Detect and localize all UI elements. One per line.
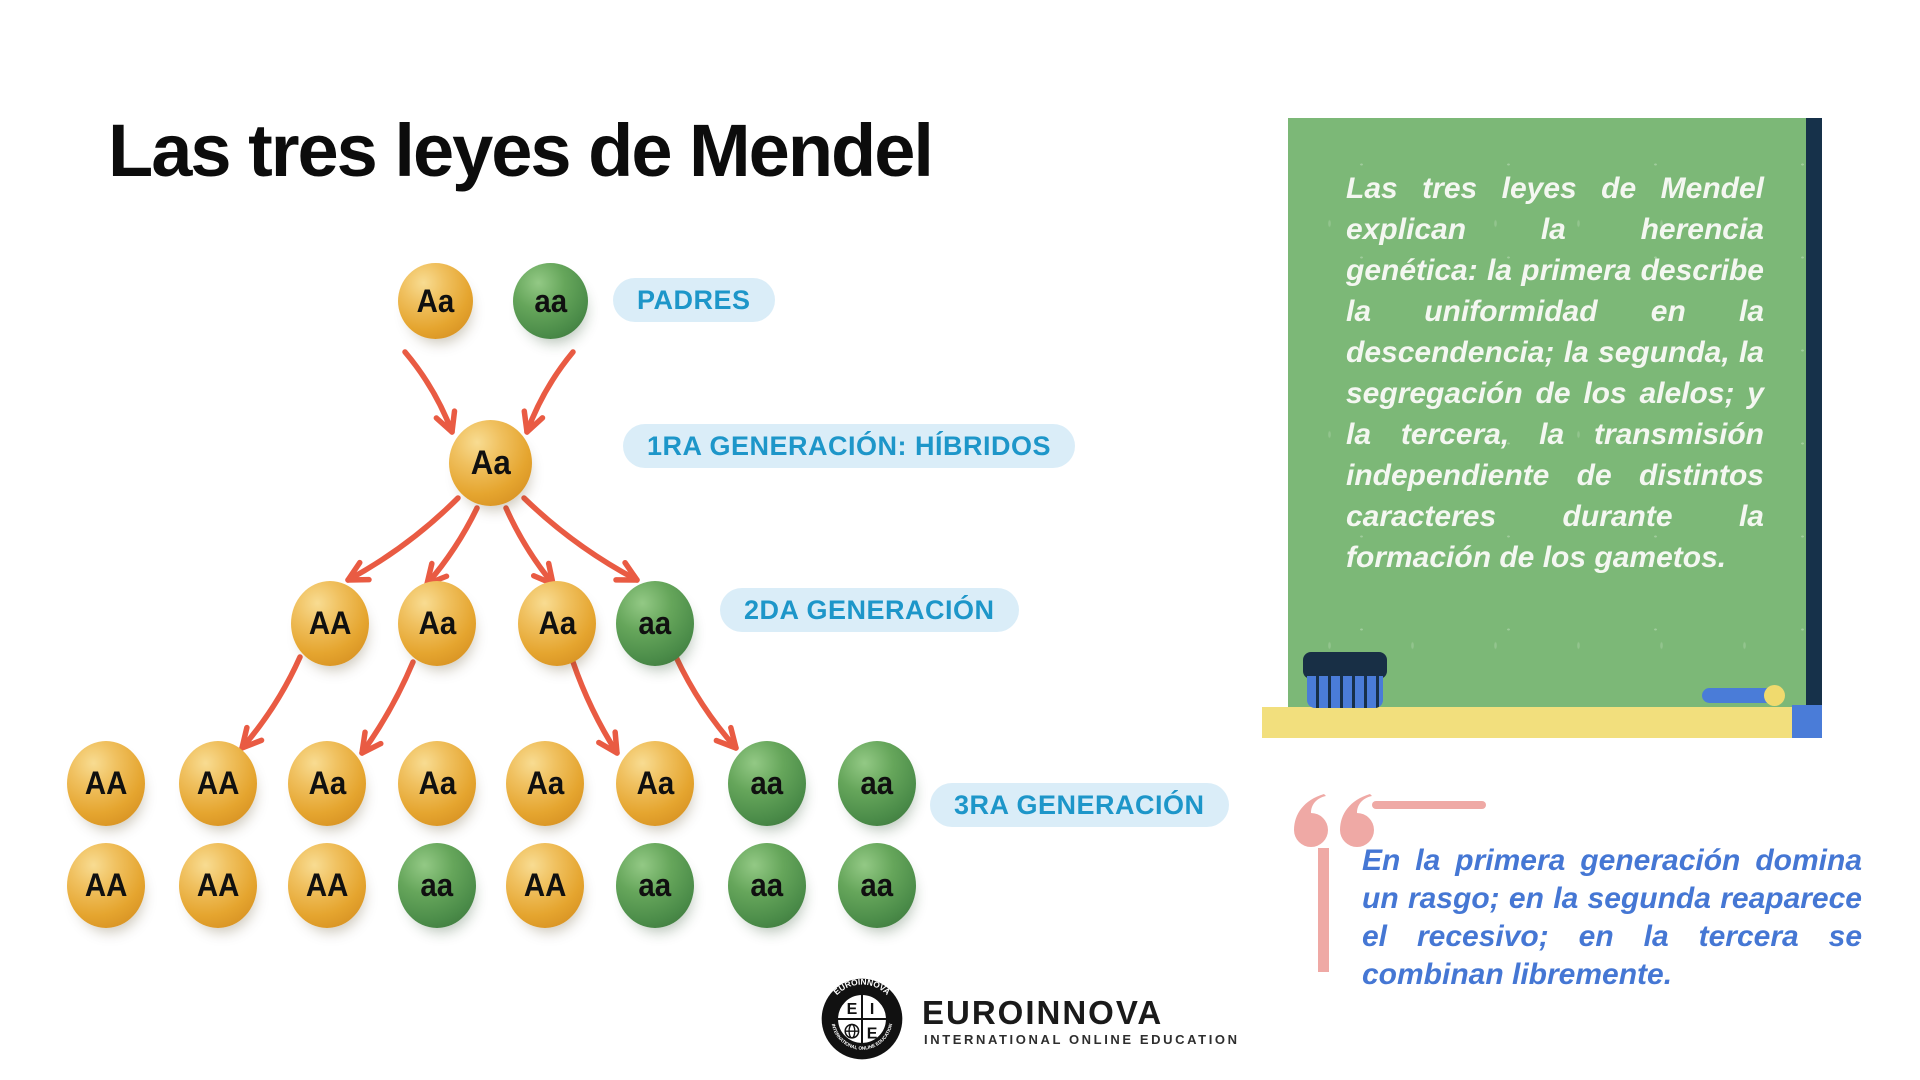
label-2da-generacion: 2DA GENERACIÓN	[720, 588, 1019, 632]
genotype-circle-aa: aa	[616, 843, 694, 928]
chalkboard-text: Las tres leyes de Mendel explican la her…	[1346, 172, 1764, 574]
flow-arrow	[239, 654, 303, 751]
quote-icon	[1294, 794, 1374, 847]
flow-arrow	[521, 495, 640, 583]
chalk-end-dot	[1764, 685, 1785, 706]
seal-letter-e1: E	[847, 1001, 858, 1018]
seal-letter-e2: E	[867, 1025, 878, 1042]
tray-corner-block	[1792, 705, 1822, 738]
quote-accent-bar	[1318, 848, 1329, 972]
genotype-circle-Aa: Aa	[506, 741, 584, 826]
eraser-bristles	[1307, 676, 1383, 708]
flow-arrow	[503, 505, 556, 587]
chalk-icon	[1702, 688, 1776, 703]
euroinnova-wordmark: EUROINNOVA	[922, 994, 1164, 1031]
flow-arrow	[673, 654, 739, 751]
quote-text: En la primera generación domina un rasgo…	[1362, 844, 1862, 991]
chalkboard-tray	[1262, 707, 1792, 738]
genotype-circle-aa: aa	[398, 843, 476, 928]
genotype-circle-aa: aa	[728, 741, 806, 826]
euroinnova-tagline: INTERNATIONAL ONLINE EDUCATION	[924, 1032, 1240, 1047]
genotype-circle-AA: AA	[506, 843, 584, 928]
flow-arrow	[521, 349, 576, 435]
globe-icon	[844, 1023, 860, 1039]
genotype-circle-AA: AA	[288, 843, 366, 928]
genotype-circle-Aa: Aa	[398, 263, 473, 339]
seal-letter-i: I	[870, 1001, 874, 1018]
quote-accent-line	[1372, 801, 1486, 809]
label-3ra-generacion: 3RA GENERACIÓN	[930, 783, 1229, 827]
genotype-circle-AA: AA	[67, 741, 145, 826]
genotype-circle-Aa: Aa	[449, 420, 532, 506]
genotype-circle-Aa: Aa	[616, 741, 694, 826]
genotype-circle-aa: aa	[513, 263, 588, 339]
genotype-circle-AA: AA	[291, 581, 369, 666]
eraser-icon	[1303, 652, 1387, 679]
flow-arrow	[359, 659, 416, 756]
chalkboard-side-band	[1806, 118, 1822, 719]
flow-arrow	[345, 495, 461, 583]
chalkboard-texture	[1288, 118, 1806, 707]
label-1ra-generacion: 1RA GENERACIÓN: HÍBRIDOS	[623, 424, 1076, 468]
genotype-circle-Aa: Aa	[398, 741, 476, 826]
flow-arrow	[570, 659, 620, 756]
flow-arrow	[402, 349, 458, 435]
label-padres: PADRES	[613, 278, 775, 322]
genotype-circle-aa: aa	[838, 741, 916, 826]
euroinnova-seal-logo: EUROINNOVA INTERNATIONAL ONLINE EDUCATIO…	[821, 977, 903, 1060]
chalkboard	[1288, 118, 1806, 707]
flow-arrow	[424, 505, 480, 587]
genotype-circle-AA: AA	[67, 843, 145, 928]
page-title: Las tres leyes de Mendel	[108, 109, 934, 192]
genotype-circle-AA: AA	[179, 843, 257, 928]
genotype-circle-aa: aa	[728, 843, 806, 928]
genotype-circle-Aa: Aa	[518, 581, 596, 666]
genotype-circle-aa: aa	[616, 581, 694, 666]
genotype-circle-Aa: Aa	[398, 581, 476, 666]
genotype-circle-Aa: Aa	[288, 741, 366, 826]
genotype-circle-aa: aa	[838, 843, 916, 928]
genotype-circle-AA: AA	[179, 741, 257, 826]
